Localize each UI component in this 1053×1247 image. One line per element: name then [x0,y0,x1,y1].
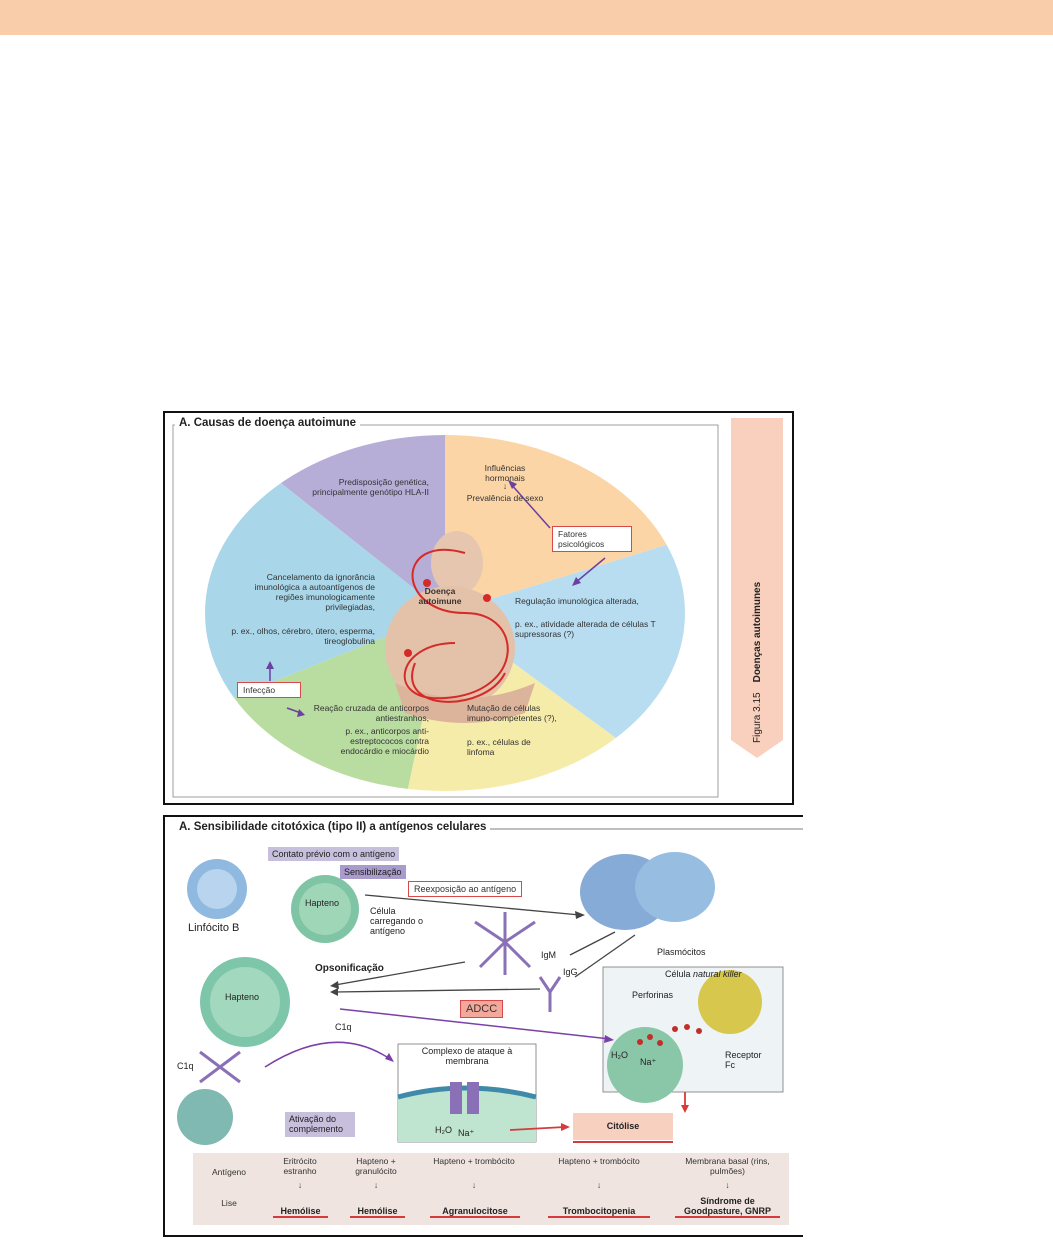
sex-prevalence-text: Prevalência de sexo [466,493,544,503]
plasma-cells-label: Plasmócitos [657,947,706,957]
adcc-box: ADCC [460,1000,504,1018]
crossreaction-detail: p. ex., anticorpos anti-estreptococos co… [340,726,429,757]
col5-result: Síndrome de Goodpasture, GNRP [675,1196,780,1218]
col5-arrow: ↓ [725,1180,730,1190]
cytolysis-label: Citólise [606,1121,640,1131]
genetic-text: Predisposição genética, principalmente g… [312,477,429,498]
igg-label: IgG [563,967,578,977]
nk-cell-label: Célula natural killer [665,969,742,979]
h2o-label-b: H₂O [611,1050,628,1060]
col5-antigen: Membrana basal (rins, pulmões) [685,1156,770,1176]
col1-antigen: Eritrócito estranho [283,1156,317,1176]
ignorance-detail: p. ex., olhos, cérebro, útero, esperma, … [231,626,375,647]
na-label-b: Na⁺ [640,1057,657,1067]
row-lysis-label: Lise [221,1198,237,1208]
mac-label: Complexo de ataque à membrana [421,1046,513,1066]
side-caption: Figura 3.15Doenças autoimunes [752,581,763,743]
autoimmune-causes-figure: A. Causas de doença autoimune [163,411,794,805]
header-bar [0,0,1053,35]
complement-label: Ativação do complemento [285,1112,355,1137]
row-antigen-label: Antígeno [211,1167,247,1177]
center-label: Doença autoimune [418,586,462,607]
opsonization-label: Opsonificação [315,963,384,974]
hapten-label-2: Hapteno [225,992,260,1002]
prior-contact-label: Contato prévio com o antígeno [268,847,400,861]
col4-antigen: Hapteno + trombócito [558,1156,640,1166]
sensitization-label: Sensibilização [340,865,406,879]
regulation-title: Regulação imunológica alterada, [515,596,639,606]
antigen-lysis-table [193,1153,789,1225]
hapten-label: Hapteno [305,898,340,908]
col3-antigen: Hapteno + trombócito [433,1156,515,1166]
col4-arrow: ↓ [596,1180,602,1190]
igm-label: IgM [541,950,557,960]
col2-antigen: Hapteno + granulócito [355,1156,397,1176]
col2-result: Hemólise [350,1206,405,1218]
b-lymphocyte-label: Linfócito B [188,922,240,934]
cytotoxic-sensitivity-figure: A. Sensibilidade citotóxica (tipo II) a … [163,815,803,1237]
c1q-label-a: C1q [335,1022,352,1032]
psych-factors-box: Fatores psicológicos [552,526,632,552]
col1-arrow: ↓ [297,1180,303,1190]
causes-pie-graphic [172,424,719,798]
na-label: Na⁺ [458,1128,475,1138]
perforins-label: Perforinas [632,990,674,1000]
antigen-cell-label: Célula carregando o antígeno [370,906,424,936]
figure-title: A. Causas de doença autoimune [175,417,361,429]
c1q-label-b: C1q [177,1061,194,1071]
infection-box: Infecção [237,682,301,698]
col3-result: Agranulocitose [430,1206,520,1218]
mutation-detail: p. ex., células de linfoma [467,737,531,758]
reexposure-box: Reexposição ao antígeno [408,881,523,897]
receptor-label: Receptor Fc [725,1050,762,1070]
col1-result: Hemólise [273,1206,328,1218]
col2-arrow: ↓ [373,1180,379,1190]
ignorance-title: Cancelamento da ignorância imunológica a… [254,572,375,613]
crossreaction-title: Reação cruzada de anticorpos antiestranh… [313,703,429,724]
cytotoxic-graphic [177,828,803,1222]
h2o-label: H₂O [435,1125,452,1135]
hormonal-text: Influências hormonais [484,463,526,484]
hormonal-arrow: ↓ [502,481,508,491]
col4-result: Trombocitopenia [548,1206,650,1218]
figure-title-2: A. Sensibilidade citotóxica (tipo II) a … [175,821,491,833]
col3-arrow: ↓ [471,1180,477,1190]
side-ribbon [731,418,783,758]
mutation-title: Mutação de células imuno-competentes (?)… [467,703,557,724]
regulation-detail: p. ex., atividade alterada de células T … [515,619,656,640]
